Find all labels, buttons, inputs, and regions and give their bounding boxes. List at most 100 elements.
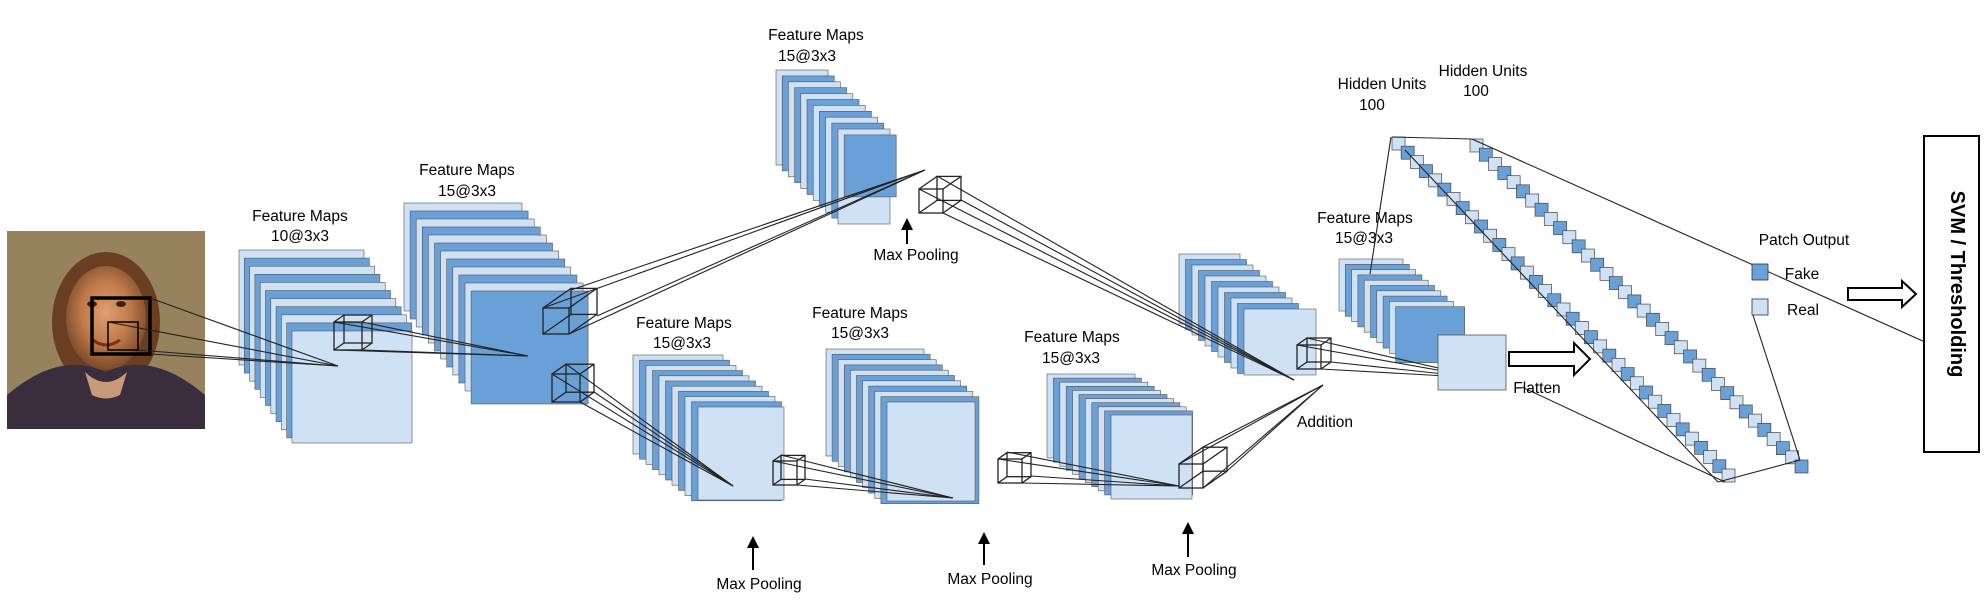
connection-line xyxy=(1226,384,1324,472)
connection-line xyxy=(942,212,1295,381)
connection-line xyxy=(570,169,926,291)
connection-line xyxy=(333,349,529,357)
legend-swatch-fake xyxy=(1751,263,1769,281)
connection-line xyxy=(593,391,734,487)
hidden1-units: 100 xyxy=(1359,97,1385,114)
feature-map-front xyxy=(843,134,897,198)
bot3-pool-label: Max Pooling xyxy=(1151,562,1236,579)
hidden2-title: Hidden Units xyxy=(1439,63,1528,80)
arrow-up-icon xyxy=(1182,522,1194,557)
connection-line xyxy=(1202,384,1324,489)
bot3-map-stack xyxy=(1046,373,1193,500)
bot1-title: Feature Maps xyxy=(636,315,732,332)
connection-line xyxy=(997,458,1180,487)
hidden-unit xyxy=(1794,459,1809,474)
kernel-cube xyxy=(1296,337,1332,370)
connection-line xyxy=(137,349,339,367)
conv2-map-stack xyxy=(403,202,589,405)
conv1-dims: 10@3x3 xyxy=(271,228,329,245)
bot3-title: Feature Maps xyxy=(1024,329,1120,346)
connection-line xyxy=(960,199,1295,381)
kernel-cube xyxy=(551,363,595,403)
feature-map-stacks xyxy=(238,69,1465,505)
connection-line xyxy=(579,401,734,487)
bot2-dims: 15@3x3 xyxy=(831,325,889,342)
pooling-arrows xyxy=(747,218,1194,570)
flatten-arrow-icon xyxy=(1508,340,1592,378)
flatten-label: Flatten xyxy=(1513,380,1560,397)
connection-line xyxy=(1751,311,1801,461)
hidden-unit-layers xyxy=(1369,136,1926,483)
connection-line xyxy=(1471,138,1926,343)
connection-line xyxy=(780,454,954,499)
addition-label: Addition xyxy=(1297,414,1353,431)
feature-map-front xyxy=(697,406,785,501)
top-pool-dims: 15@3x3 xyxy=(778,48,836,65)
kernel-cube xyxy=(918,175,962,214)
kernel-cube xyxy=(542,287,598,335)
connection-lines xyxy=(107,169,1507,499)
connection-line xyxy=(1369,136,1392,275)
legend-label-real: Real xyxy=(1787,302,1819,319)
conv2-dims: 15@3x3 xyxy=(438,183,496,200)
conv1-title: Feature Maps xyxy=(252,208,348,225)
output-arrow-icon xyxy=(1847,278,1918,310)
legend-swatch-real xyxy=(1751,298,1769,316)
top-pool-label: Max Pooling xyxy=(873,247,958,264)
stage-labels: Feature Maps 10@3x3 Feature Maps 15@3x3 … xyxy=(252,27,1561,593)
conv1-map-stack xyxy=(238,249,413,444)
bot1-dims: 15@3x3 xyxy=(653,335,711,352)
arrow-up-icon xyxy=(978,532,990,565)
merge-title: Feature Maps xyxy=(1317,210,1413,227)
connection-line xyxy=(551,373,734,487)
connection-line xyxy=(936,175,1295,381)
connection-line xyxy=(1717,459,1801,483)
connection-line xyxy=(542,169,926,309)
connection-line xyxy=(149,297,339,367)
feature-map-front xyxy=(886,401,976,502)
bot2-pool-label: Max Pooling xyxy=(947,571,1032,588)
patch-output-title: Patch Output xyxy=(1759,232,1850,249)
connection-line xyxy=(772,460,954,499)
hidden1-title: Hidden Units xyxy=(1338,76,1427,93)
connection-line xyxy=(1391,136,1473,140)
kernel-cube xyxy=(1178,446,1228,489)
connection-line xyxy=(918,188,1295,381)
receptive-field-boxes xyxy=(90,296,152,356)
bot2-title: Feature Maps xyxy=(812,305,908,322)
top-pool-map-stack xyxy=(775,69,897,225)
connection-line xyxy=(796,484,954,499)
feature-map-front xyxy=(1110,414,1193,500)
bot1-map-stack xyxy=(632,354,785,502)
top-pool-title: Feature Maps xyxy=(768,27,864,44)
kernel-cube xyxy=(997,452,1032,484)
connection-line xyxy=(804,478,954,499)
hidden-layer-1 xyxy=(1391,136,1736,483)
bot3-dims: 15@3x3 xyxy=(1042,350,1100,367)
hidden-layer-2 xyxy=(1469,138,1809,474)
arrow-up-icon xyxy=(747,536,759,570)
connection-line xyxy=(1178,384,1324,465)
bot2-map-stack xyxy=(825,348,980,505)
svm-thresholding-label: SVM / Thresholding xyxy=(1946,191,1968,378)
svm-thresholding-box: SVM / Thresholding xyxy=(1923,135,1980,453)
connection-line xyxy=(333,321,529,357)
connection-line xyxy=(565,363,734,487)
connection-line xyxy=(1404,149,1719,483)
connection-line xyxy=(1030,475,1180,487)
hidden2-units: 100 xyxy=(1463,83,1489,100)
flatten-front-map xyxy=(1437,334,1507,391)
arrow-up-icon xyxy=(901,218,913,244)
connection-line xyxy=(1202,384,1324,448)
feature-map-front xyxy=(1243,308,1317,376)
connection-line xyxy=(107,321,339,367)
feature-map-front xyxy=(291,330,413,444)
connection-line xyxy=(568,169,926,335)
connection-line xyxy=(596,169,926,317)
merge-dims: 15@3x3 xyxy=(1335,230,1393,247)
connection-line xyxy=(1521,386,1726,483)
patch-output-legend: Patch Output Fake Real xyxy=(1751,232,1850,319)
connection-line xyxy=(1006,451,1180,487)
bot1-pool-label: Max Pooling xyxy=(716,576,801,593)
